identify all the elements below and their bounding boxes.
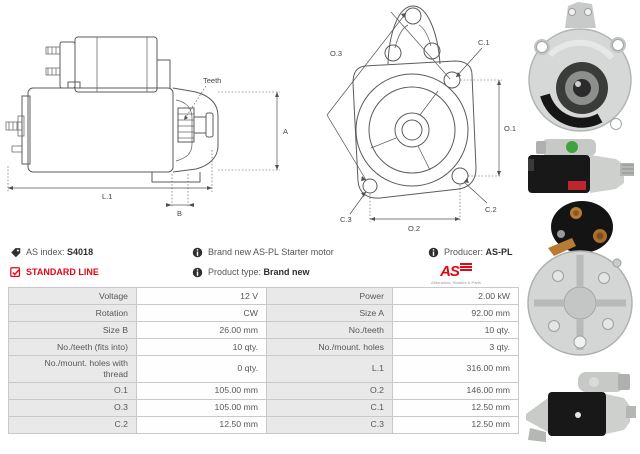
- brand-new-line: Brand new AS-PL Starter motor: [192, 242, 428, 262]
- spec-label: C.2: [8, 415, 137, 434]
- as-pl-logo-subtext: Alternators, Starters & Parts: [431, 280, 481, 285]
- spec-label: No./teeth (fits into): [8, 338, 137, 356]
- producer-value: AS-PL: [485, 247, 513, 257]
- tag-icon: [10, 247, 21, 258]
- spec-value: 2.00 kW: [392, 287, 519, 305]
- info-icon: [192, 267, 203, 278]
- table-row: Voltage 12 V Power 2.00 kW: [8, 287, 519, 305]
- dim-label-o3: O.3: [330, 49, 342, 58]
- spec-label: O.2: [266, 381, 393, 400]
- as-index-line: AS index: S4018: [10, 242, 192, 262]
- spec-label: O.1: [8, 381, 137, 400]
- brand-new-text: Brand new AS-PL Starter motor: [208, 247, 334, 257]
- standard-line: STANDARD LINE: [10, 262, 192, 282]
- spec-value: 12.50 mm: [136, 415, 267, 434]
- front-view-drawing: O.3 C.1 O.1 C.2 C.3: [326, 5, 516, 233]
- spec-value: 105.00 mm: [136, 398, 267, 417]
- table-row: O.1 105.00 mm O.2 146.00 mm: [8, 381, 519, 400]
- info-icon: [428, 247, 439, 258]
- product-info-row: AS index: S4018 STANDARD LINE Brand new …: [0, 235, 520, 287]
- table-row: No./mount. holes with thread 0 qty. L.1 …: [8, 355, 519, 383]
- as-pl-logo-stripes: [459, 263, 472, 272]
- spec-label: Voltage: [8, 287, 137, 305]
- table-row: Rotation CW Size A 92.00 mm: [8, 304, 519, 322]
- table-row: O.3 105.00 mm C.1 12.50 mm: [8, 398, 519, 417]
- spec-value: 92.00 mm: [392, 304, 519, 322]
- spec-label: O.3: [8, 398, 137, 417]
- dim-label-l1: L.1: [102, 192, 112, 201]
- as-index-value: S4018: [67, 247, 94, 257]
- as-pl-logo: AS Alternators, Starters & Parts: [428, 263, 484, 285]
- spec-value: 26.00 mm: [136, 321, 267, 339]
- spec-value: CW: [136, 304, 267, 322]
- standard-line-label: STANDARD LINE: [26, 267, 99, 277]
- spec-label: Size A: [266, 304, 393, 322]
- product-type-value: Brand new: [263, 267, 310, 277]
- dim-label-o2: O.2: [408, 224, 420, 233]
- info-col-product: Brand new AS-PL Starter motor Product ty…: [192, 242, 428, 287]
- spec-label: Power: [266, 287, 393, 305]
- dim-label-teeth: Teeth: [203, 76, 221, 85]
- product-type-line: Product type: Brand new: [192, 262, 428, 282]
- checkbox-icon: [10, 266, 21, 278]
- spec-label: Rotation: [8, 304, 137, 322]
- starter-rear-bracket-photo[interactable]: [520, 200, 640, 358]
- dim-label-a: A: [283, 127, 288, 136]
- spec-label: Size B: [8, 321, 137, 339]
- spec-table: Voltage 12 V Power 2.00 kW Rotation CW S…: [8, 287, 519, 434]
- table-row: C.2 12.50 mm C.3 12.50 mm: [8, 415, 519, 434]
- spec-value: 3 qty.: [392, 338, 519, 356]
- producer-label: Producer:: [444, 247, 484, 257]
- side-view-drawing: A Teeth L.1 B: [5, 36, 288, 218]
- main-column: A Teeth L.1 B: [0, 0, 520, 434]
- producer-line: Producer: AS-PL: [428, 242, 513, 262]
- dim-label-c2: C.2: [485, 205, 497, 214]
- spec-label: C.1: [266, 398, 393, 417]
- info-col-index: AS index: S4018 STANDARD LINE: [10, 242, 192, 287]
- as-pl-logo-text: AS: [440, 263, 460, 280]
- starter-front-flange-photo[interactable]: [520, 0, 640, 135]
- spec-label: No./mount. holes: [266, 338, 393, 356]
- starter-side-photo[interactable]: [520, 135, 640, 200]
- info-icon: [192, 247, 203, 258]
- spec-value: 10 qty.: [392, 321, 519, 339]
- spec-value: 146.00 mm: [392, 381, 519, 400]
- as-index-label: AS index:: [26, 247, 65, 257]
- product-photos: [520, 0, 640, 454]
- spec-value: 10 qty.: [136, 338, 267, 356]
- spec-value: 12.50 mm: [392, 398, 519, 417]
- starter-side-photo-2[interactable]: [520, 358, 640, 454]
- spec-value: 105.00 mm: [136, 381, 267, 400]
- spec-label: No./teeth: [266, 321, 393, 339]
- spec-value: 316.00 mm: [392, 355, 519, 383]
- dim-label-c3: C.3: [340, 215, 352, 224]
- spec-label: L.1: [266, 355, 393, 383]
- spec-value: 0 qty.: [136, 355, 267, 383]
- info-col-producer: Producer: AS-PL AS Alternators, Starters…: [428, 242, 520, 287]
- spec-label: C.3: [266, 415, 393, 434]
- spec-value: 12.50 mm: [392, 415, 519, 434]
- table-row: Size B 26.00 mm No./teeth 10 qty.: [8, 321, 519, 339]
- spec-label: No./mount. holes with thread: [8, 355, 137, 383]
- spec-value: 12 V: [136, 287, 267, 305]
- technical-drawings: A Teeth L.1 B: [0, 0, 520, 235]
- dim-label-b: B: [177, 209, 182, 218]
- product-type-label: Product type:: [208, 267, 262, 277]
- table-row: No./teeth (fits into) 10 qty. No./mount.…: [8, 338, 519, 356]
- dim-label-c1: C.1: [478, 38, 490, 47]
- dim-label-o1: O.1: [504, 124, 516, 133]
